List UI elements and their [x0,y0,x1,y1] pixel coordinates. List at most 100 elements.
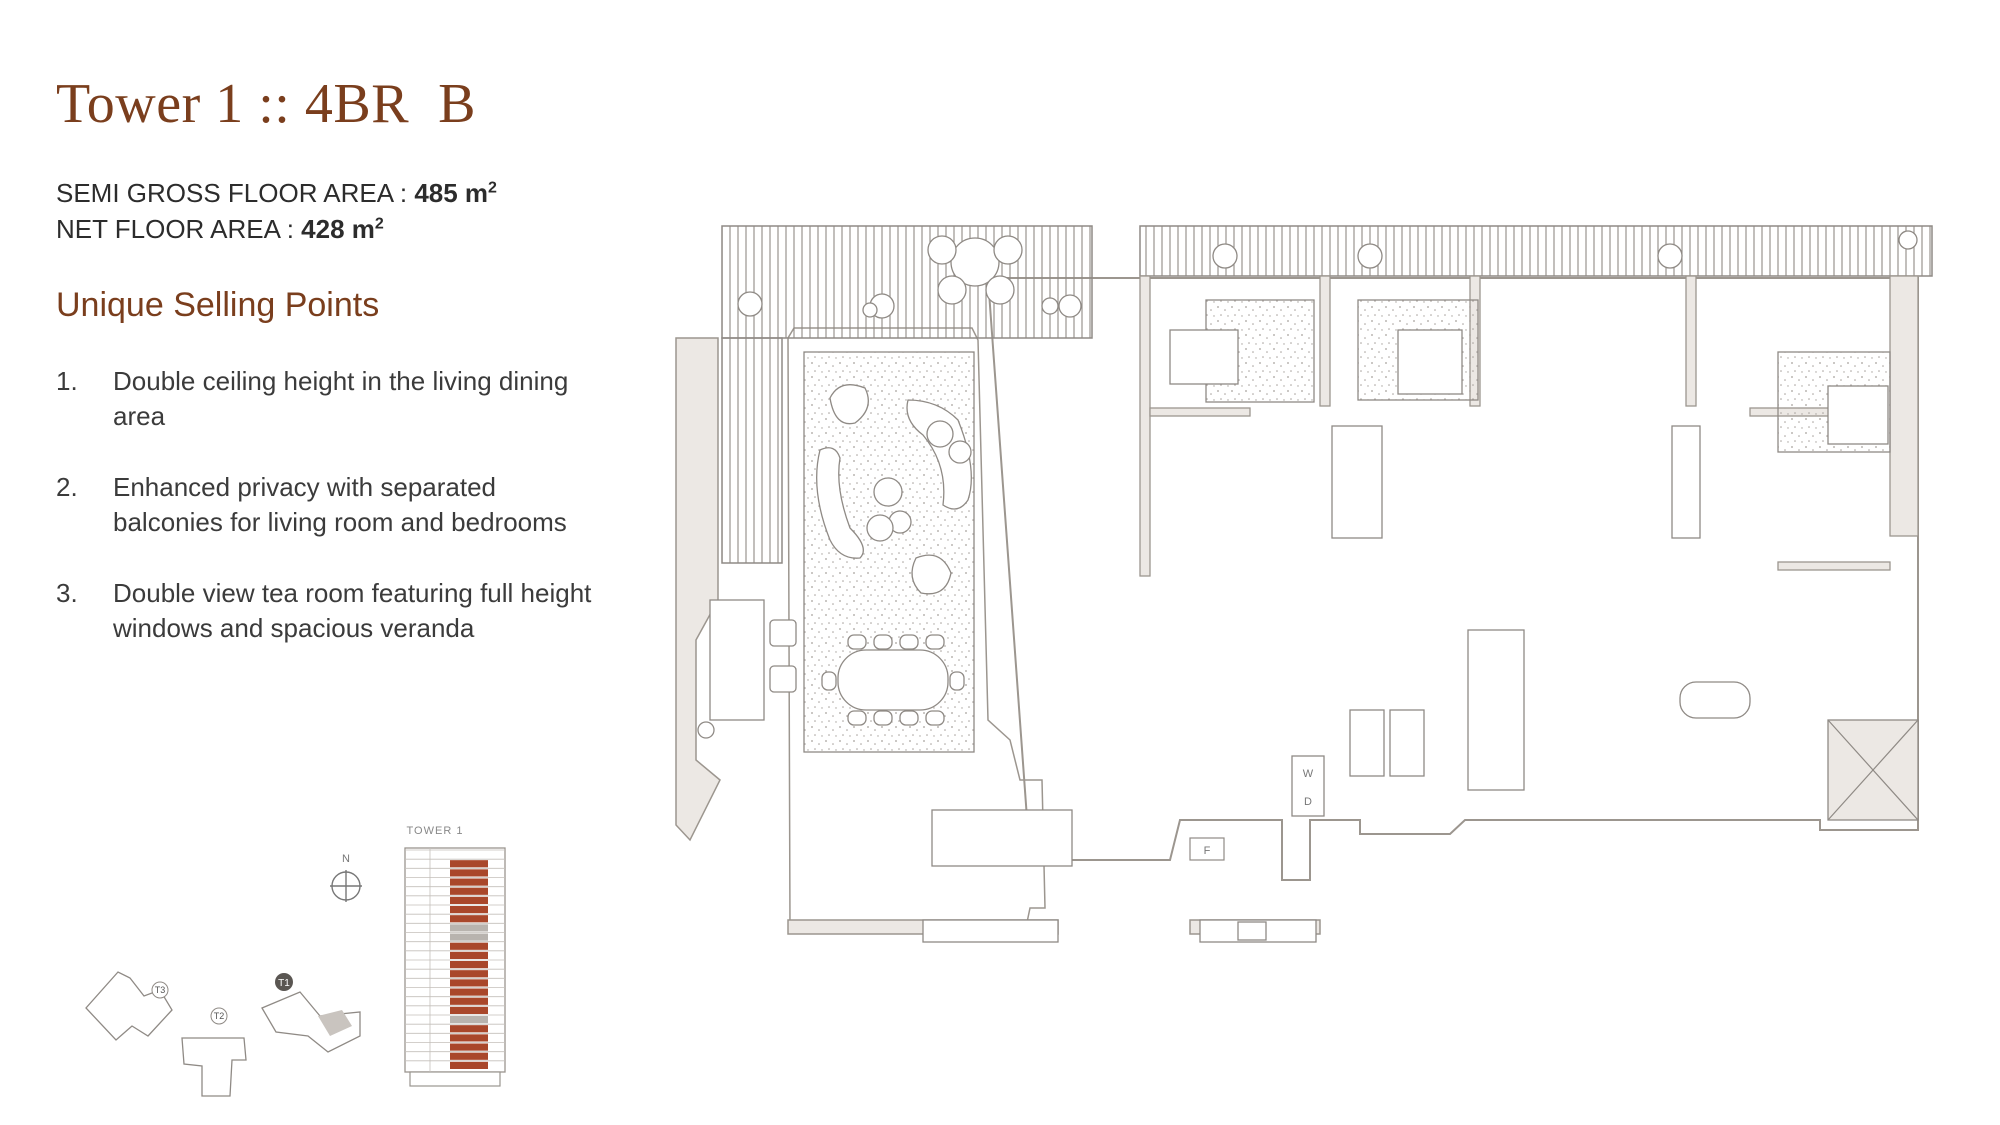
semi-gross-value: 485 m [414,178,489,208]
wardrobe [1671,425,1701,539]
tower-3-footprint [85,971,173,1041]
wall [1319,275,1331,407]
usp-text: Double view tea room featuring full heig… [113,578,592,643]
tower-2-footprint [181,1037,247,1097]
bunk-bed [1349,709,1385,777]
unit-floor [450,1025,488,1033]
unit-floor [450,878,488,886]
dining-chairs [821,634,965,726]
unit-floor [450,951,488,959]
floor-plan: W D F [675,225,1933,943]
north-label: N [342,853,350,865]
tower-3-marker [151,981,169,999]
unit-floor [450,896,488,904]
exterior-wall-west [675,337,721,842]
tower-2-label: T2 [214,1011,225,1021]
coffee-table [866,514,894,542]
unit-floor [450,906,488,914]
bedroom-2-bed [1397,329,1463,395]
unit-floor [450,988,488,996]
refuge-floor [450,1016,488,1024]
balcony-planter [1041,297,1059,315]
usp-item-3: 3. Double view tea room featuring full he… [56,576,596,646]
unit-floor [450,1043,488,1051]
unit-floor [450,979,488,987]
balcony-planter [1212,243,1238,269]
usp-text: Enhanced privacy with separated balconie… [113,472,567,537]
usp-item-2: 2. Enhanced privacy with separated balcon… [56,470,596,540]
usp-number: 3. [56,578,78,608]
net-area-value: 428 m [301,214,375,244]
wall [1685,275,1697,407]
balcony-chair [937,275,967,305]
unit-floor [450,869,488,877]
tower-elevation: TOWER 1 [404,825,506,1087]
tea-room-chair [769,619,797,647]
unit-floor [450,1034,488,1042]
wall [1777,561,1891,571]
balcony-chair [993,235,1023,265]
tea-room-bench [709,599,765,721]
tea-room-chair [769,665,797,693]
unit-floor [450,851,488,859]
balcony-table [950,237,1000,287]
unit-floor [450,1061,488,1069]
net-floor-area: NET FLOOR AREA : 428 m2 [56,214,384,245]
wall [1889,275,1919,537]
usp-list: 1.Double ceiling height in the living di… [56,364,596,682]
semi-gross-label: SEMI GROSS FLOOR AREA : [56,178,415,208]
bunk-bed [1389,709,1425,777]
balcony-chair [927,235,957,265]
bedroom-3-bed [1827,385,1889,445]
coffee-table [873,477,903,507]
balcony-chair [985,275,1015,305]
usp-heading: Unique Selling Points [56,286,380,324]
unit-floor [450,915,488,923]
kitchen-island [931,809,1073,867]
laundry-closet [1291,755,1325,817]
family-room-sofa [1467,629,1525,791]
unit-floor [450,970,488,978]
usp-text: Double ceiling height in the living dini… [113,366,569,431]
unit-floor [450,961,488,969]
unit-floor [450,1006,488,1014]
balcony-planter [862,302,878,318]
tower-1-label: T1 [278,978,290,989]
net-area-unit-sup: 2 [374,215,384,233]
bedroom-balcony [1139,225,1933,277]
wall [1139,275,1151,577]
dryer-label: D [1304,796,1312,808]
bedroom-1-bed [1169,329,1239,385]
unit-floor [450,997,488,1005]
cooktop [1237,921,1267,941]
armchair [911,554,952,595]
tower-2-marker [210,1007,228,1025]
balcony-planter [737,291,763,317]
page-title: Tower 1 :: 4BR B [56,73,476,135]
refuge-floor [450,933,488,941]
fridge [1189,837,1225,861]
living-sofa [816,447,864,559]
living-balcony [721,225,1093,339]
usp-item-1: 1.Double ceiling height in the living di… [56,364,596,434]
wardrobe [1331,425,1383,539]
kitchen-counter [922,919,1059,943]
balcony-planter [1898,230,1918,250]
tower-1-highlight [318,1010,352,1036]
balcony-planter [1357,243,1383,269]
tower-elevation-label: TOWER 1 [407,825,464,837]
living-balcony-west [721,337,783,564]
tower-1-marker [275,973,293,991]
unit-floor [450,942,488,950]
lift-shaft-cross [1827,719,1919,821]
refuge-floor [450,924,488,932]
key-plan: T3 T2 T1 N [85,853,362,1097]
semi-gross-unit-sup: 2 [488,179,497,197]
usp-number: 2. [56,472,78,502]
north-arrow-icon [330,870,362,902]
semi-gross-floor-area: SEMI GROSS FLOOR AREA : 485 m2 [56,178,497,209]
east-wing-outline [986,277,1919,881]
bathtub [1679,681,1751,719]
dining-table [837,649,949,711]
side-table [948,440,972,464]
